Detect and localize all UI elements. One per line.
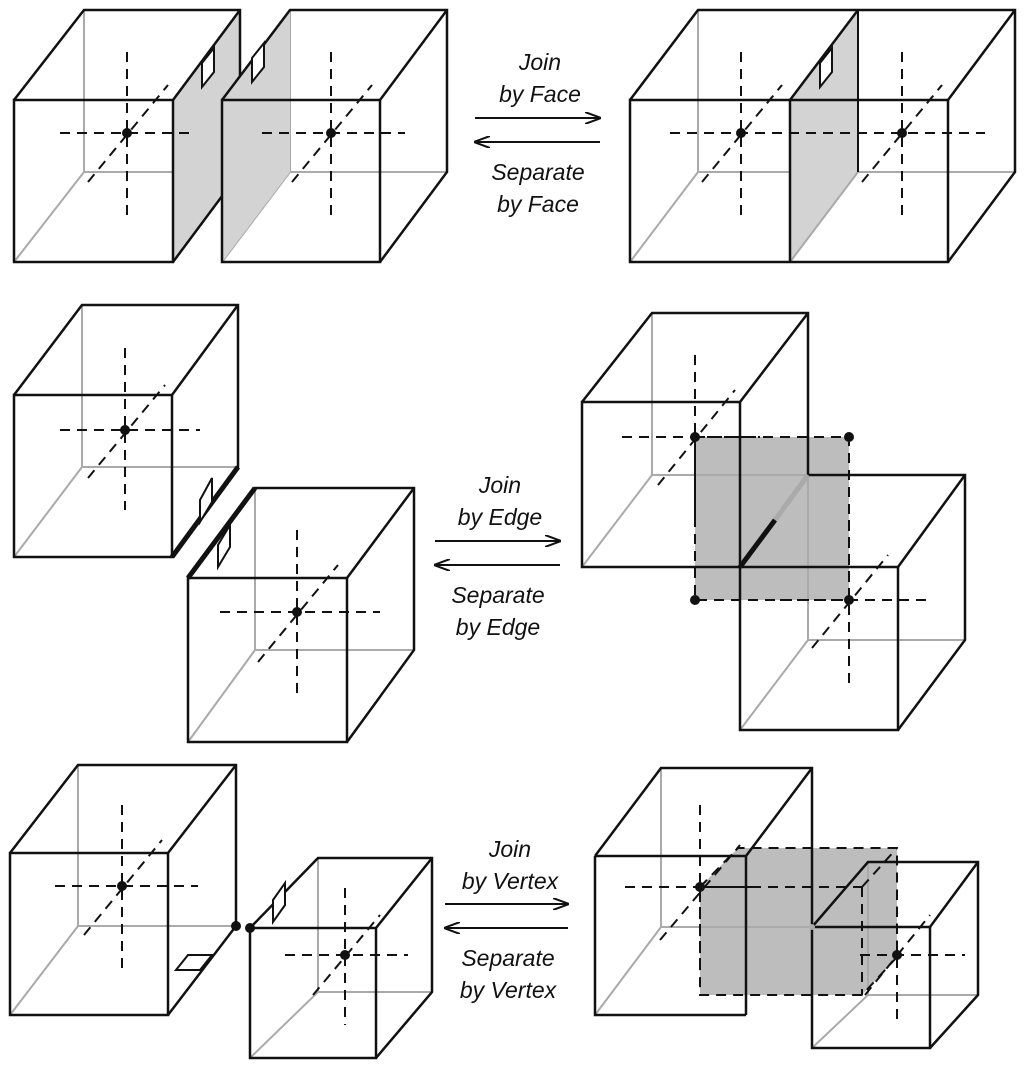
- cube-edge-left-a: [12, 303, 241, 559]
- join-vertex-line1: Join: [488, 836, 532, 862]
- row-edge-right: [580, 311, 967, 732]
- join-face-label: Join by Face: [460, 46, 620, 110]
- separate-vertex-label: Separate by Vertex: [428, 942, 588, 1006]
- cube-vertex-left-a: [8, 763, 241, 1017]
- cube-vertex-left-b: [245, 856, 434, 1060]
- cube-face-joined: [628, 8, 1017, 264]
- row-vertex-right: [593, 766, 980, 1050]
- cube-edge-joined: [580, 311, 967, 732]
- cube-face-left-b: [220, 8, 449, 264]
- join-edge-line1: Join: [478, 472, 522, 498]
- row-face-left: [12, 8, 449, 264]
- separate-face-line1: Separate: [491, 159, 585, 185]
- join-edge-label: Join by Edge: [420, 469, 580, 533]
- join-edge-line2: by Edge: [457, 504, 543, 530]
- row-face-right: [628, 8, 1017, 264]
- row-vertex-arrows: [445, 904, 568, 928]
- row-face-arrows: [475, 118, 600, 142]
- separate-vertex-line2: by Vertex: [459, 977, 557, 1003]
- separate-edge-line1: Separate: [451, 582, 545, 608]
- join-face-line2: by Face: [499, 81, 581, 107]
- separate-face-label: Separate by Face: [458, 156, 618, 220]
- separate-edge-label: Separate by Edge: [418, 579, 578, 643]
- separate-vertex-line1: Separate: [461, 945, 555, 971]
- cube-face-left-a: [12, 8, 242, 264]
- join-vertex-line2: by Vertex: [461, 868, 559, 894]
- row-vertex-left: [8, 763, 434, 1060]
- join-vertex-label: Join by Vertex: [430, 833, 590, 897]
- join-face-line1: Join: [518, 49, 562, 75]
- separate-face-line2: by Face: [497, 191, 579, 217]
- cube-vertex-joined: [593, 766, 980, 1050]
- cube-edge-left-b: [185, 486, 416, 744]
- row-edge-left: [12, 303, 416, 744]
- separate-edge-line2: by Edge: [455, 614, 541, 640]
- row-edge-arrows: [435, 541, 560, 565]
